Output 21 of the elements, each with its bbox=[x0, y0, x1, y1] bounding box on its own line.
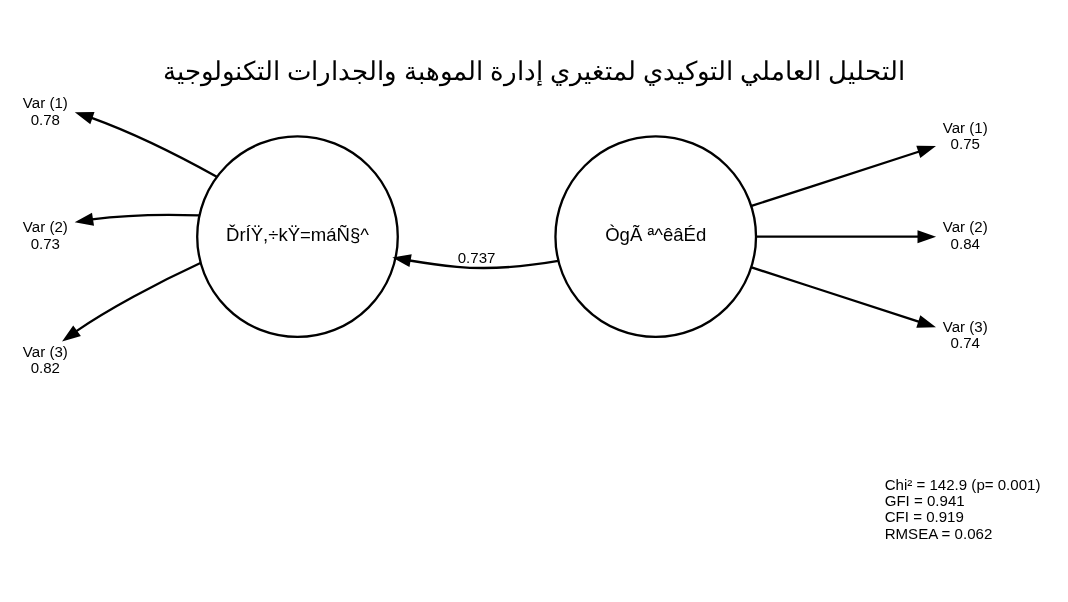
diagram-title: التحليل العاملي التوكيدي لمتغيري إدارة الموهبة والجدارات التكنولوجية bbox=[162, 56, 906, 85]
edge-label: 0.737 bbox=[457, 248, 496, 266]
node-text: Var (2) 0.73 bbox=[22, 218, 68, 252]
label: CFI = 0.919 bbox=[884, 508, 964, 526]
arrow bbox=[62, 262, 201, 342]
label: RMSEA = 0.062 bbox=[884, 524, 993, 542]
arrow bbox=[74, 111, 218, 178]
arrow bbox=[392, 254, 559, 270]
node-text: Var (3) 0.82 bbox=[22, 342, 68, 376]
arrow bbox=[751, 145, 936, 208]
node-text: Var (1) 0.78 bbox=[22, 94, 68, 128]
label: Chi² = 142.9 (p= 0.001) bbox=[884, 475, 1041, 493]
node-text: Var (2) 0.84 bbox=[942, 218, 988, 252]
label: GFI = 0.941 bbox=[884, 492, 965, 510]
arrow bbox=[751, 266, 936, 328]
node-circle: ÒgÃ ª^êâÉd bbox=[554, 135, 758, 339]
node-text: Var (1) 0.75 bbox=[942, 118, 988, 153]
node-text: Var (3) 0.74 bbox=[942, 318, 988, 352]
arrow bbox=[74, 212, 200, 226]
node-circle: ĎrÍŸ,÷kŸ=máÑ§^ bbox=[196, 135, 399, 339]
arrow bbox=[756, 230, 937, 244]
